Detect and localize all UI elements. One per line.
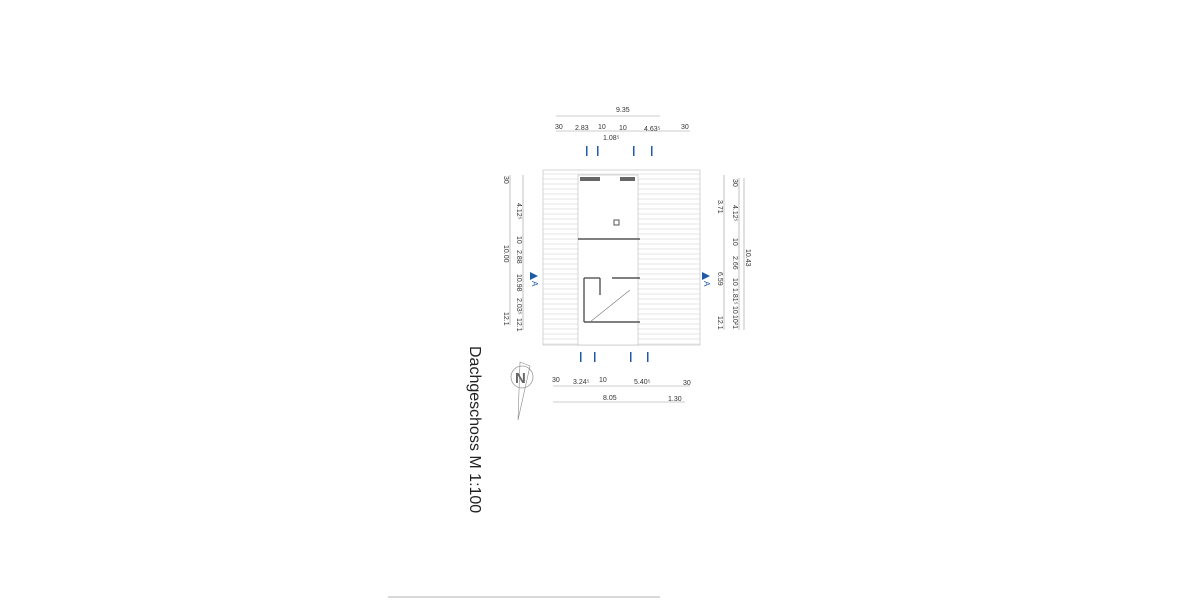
dim: 10²1 [731,315,738,329]
dim: 10.43 [744,249,751,267]
dim: 6.59 [716,272,723,286]
dim: 10 [619,125,627,132]
svg-text:A: A [702,281,711,287]
dim: 4.12⁵ [515,203,522,220]
left-dimensions: 30 10.00 12.1 4.12⁵ 10 2.88 10.98 2.03⁵ … [502,175,524,332]
dim: 12.1 [716,316,723,330]
top-dimensions: 9.35 30 2.83 10 10 4.63⁵ 30 1.08⁵ [555,107,690,142]
dim: 30 [731,179,738,187]
dim: 1.81⁵ [731,288,738,305]
dim: 10.98 [515,274,522,292]
dim: 30 [555,124,563,131]
dim: 10 [731,278,738,286]
dim: 30 [502,176,509,184]
dim: 2.88 [515,250,522,264]
dim: 3.71 [716,200,723,214]
dim: 10 [731,238,738,246]
drawing-title: Dachgeschoss M 1:100 [466,346,483,513]
dim: 10 [599,377,607,384]
svg-text:A: A [530,281,539,287]
dim: 30 [552,377,560,384]
dim: 2.83 [575,125,589,132]
section-marker-right: A [702,272,711,287]
dim: 2.03⁵ [515,298,522,315]
dim: 3.24⁵ [573,379,590,386]
dim-top-total: 9.35 [616,107,630,114]
dim: 2.66 [731,256,738,270]
dim: 12.1 [502,312,509,326]
dim: 30 [681,124,689,131]
dim: 1.30 [668,396,682,403]
right-dimensions: 3.71 6.59 12.1 30 4.12⁵ 10 2.66 10 1.81⁵… [716,175,751,330]
bottom-dimensions: 30 3.24⁵ 10 5.40⁵ 30 8.05 1.30 [552,377,691,403]
north-arrow-icon: N [510,361,534,421]
dim: 4.63⁵ [644,126,661,133]
dim: 8.05 [603,395,617,402]
dim: 12.1 [515,318,522,332]
dim: 30 [683,380,691,387]
dim: 10 [515,236,522,244]
dim: 10 [731,306,738,314]
dim: 1.08⁵ [603,135,620,142]
section-ticks [580,146,653,362]
dim: 10 [598,124,606,131]
dim: 4.12⁵ [731,205,738,222]
section-marker-left: A [530,272,539,287]
svg-text:N: N [515,370,526,387]
roof-plan [542,169,701,346]
dim: 10.00 [502,245,509,263]
dim: 5.40⁵ [634,379,651,386]
